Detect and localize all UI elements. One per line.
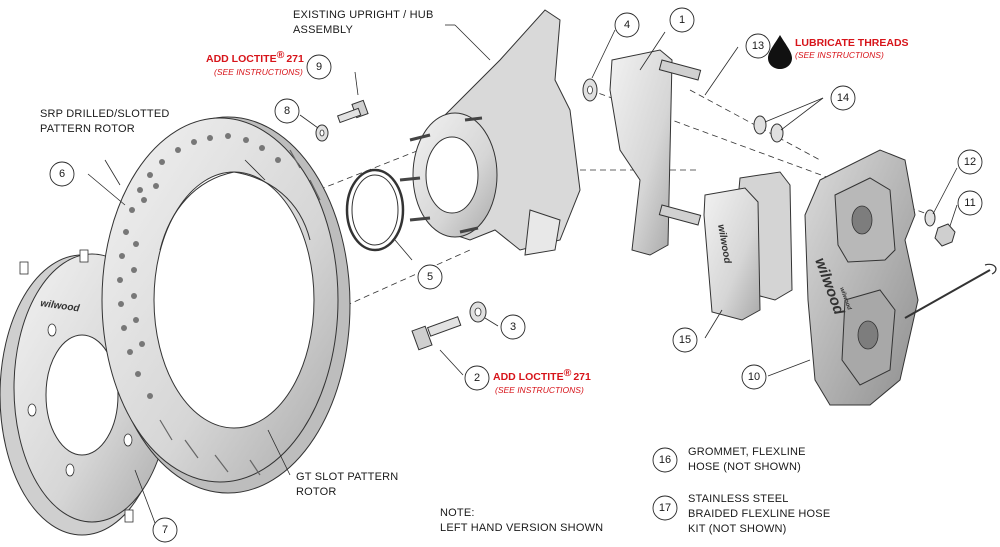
- callout-1: 1: [669, 7, 695, 33]
- callout-14: 14: [830, 85, 856, 111]
- svg-text:14: 14: [837, 92, 849, 104]
- svg-text:8: 8: [284, 105, 290, 117]
- svg-text:13: 13: [752, 40, 764, 52]
- note-text: LEFT HAND VERSION SHOWN: [440, 522, 603, 534]
- callout-12: 12: [957, 149, 983, 175]
- brake-pads: [703, 171, 793, 321]
- srp-rotor-label-line1: SRP DRILLED/SLOTTED: [40, 108, 170, 120]
- bleed-pin: [904, 263, 997, 319]
- svg-text:9: 9: [316, 61, 322, 73]
- upright-label-line1: EXISTING UPRIGHT / HUB: [293, 9, 434, 21]
- o-ring-seal: [345, 168, 405, 252]
- callout-7: 7: [152, 517, 178, 543]
- brake-caliper: [804, 149, 919, 406]
- callout-15: 15: [672, 327, 698, 353]
- svg-text:4: 4: [624, 19, 630, 31]
- caliper-washer: [924, 209, 936, 227]
- loctite-top-label: ADD LOCTITE®271: [206, 49, 304, 65]
- lubricate-drop-icon: [768, 35, 792, 69]
- callout-8: 8: [274, 98, 300, 124]
- svg-text:5: 5: [427, 271, 433, 283]
- srp-rotor-label-line2: PATTERN ROTOR: [40, 123, 135, 135]
- washer: [469, 301, 487, 323]
- lubricate-threads-label: LUBRICATE THREADS: [795, 37, 909, 49]
- item16-label-line1: GROMMET, FLEXLINE: [688, 446, 806, 458]
- svg-text:10: 10: [748, 371, 760, 383]
- callout-6: 6: [49, 161, 75, 187]
- callout-11: 11: [957, 190, 983, 216]
- callout-3: 3: [500, 314, 526, 340]
- item17-label-line2: BRAIDED FLEXLINE HOSE: [688, 508, 830, 520]
- bracket-bolt: [336, 99, 369, 124]
- shim-washer: [582, 78, 598, 102]
- loctite-bottom-instructions: (SEE INSTRUCTIONS): [495, 385, 584, 395]
- svg-text:3: 3: [510, 321, 516, 333]
- callout-5: 5: [417, 264, 443, 290]
- callout-10: 10: [741, 364, 767, 390]
- leader-lines: [87, 24, 958, 524]
- item17-label-line3: KIT (NOT SHOWN): [688, 523, 787, 535]
- svg-text:2: 2: [474, 372, 480, 384]
- gt-rotor-label-line1: GT SLOT PATTERN: [296, 471, 398, 483]
- upright-hub-assembly: [399, 9, 581, 256]
- callout-17: 17: [652, 495, 678, 521]
- caliper-mounting-bracket: [609, 49, 702, 256]
- lubricate-threads-instructions: (SEE INSTRUCTIONS): [795, 50, 884, 60]
- loctite-bottom-label: ADD LOCTITE®271: [493, 367, 591, 383]
- svg-text:12: 12: [964, 156, 976, 168]
- callout-4: 4: [614, 12, 640, 38]
- stud-washers: [753, 115, 784, 143]
- upright-label-line2: ASSEMBLY: [293, 24, 354, 36]
- callout-13: 13: [745, 33, 771, 59]
- svg-text:11: 11: [964, 197, 975, 209]
- callout-16: 16: [652, 447, 678, 473]
- svg-text:17: 17: [659, 502, 671, 514]
- callout-9: 9: [306, 54, 332, 80]
- brake-rotor: [101, 116, 351, 494]
- mounting-bolt: [411, 316, 462, 351]
- bracket-washer: [315, 124, 329, 142]
- svg-text:7: 7: [162, 524, 168, 536]
- svg-text:16: 16: [659, 454, 671, 466]
- svg-text:6: 6: [59, 168, 65, 180]
- gt-rotor-label-line2: ROTOR: [296, 486, 337, 498]
- loctite-top-instructions: (SEE INSTRUCTIONS): [214, 67, 303, 77]
- item16-label-line2: HOSE (NOT SHOWN): [688, 461, 801, 473]
- note-heading: NOTE:: [440, 507, 475, 519]
- callout-2: 2: [464, 365, 490, 391]
- item17-label-line1: STAINLESS STEEL: [688, 493, 789, 505]
- svg-text:15: 15: [679, 334, 691, 346]
- caliper-nut: [934, 223, 956, 247]
- svg-text:1: 1: [679, 14, 685, 26]
